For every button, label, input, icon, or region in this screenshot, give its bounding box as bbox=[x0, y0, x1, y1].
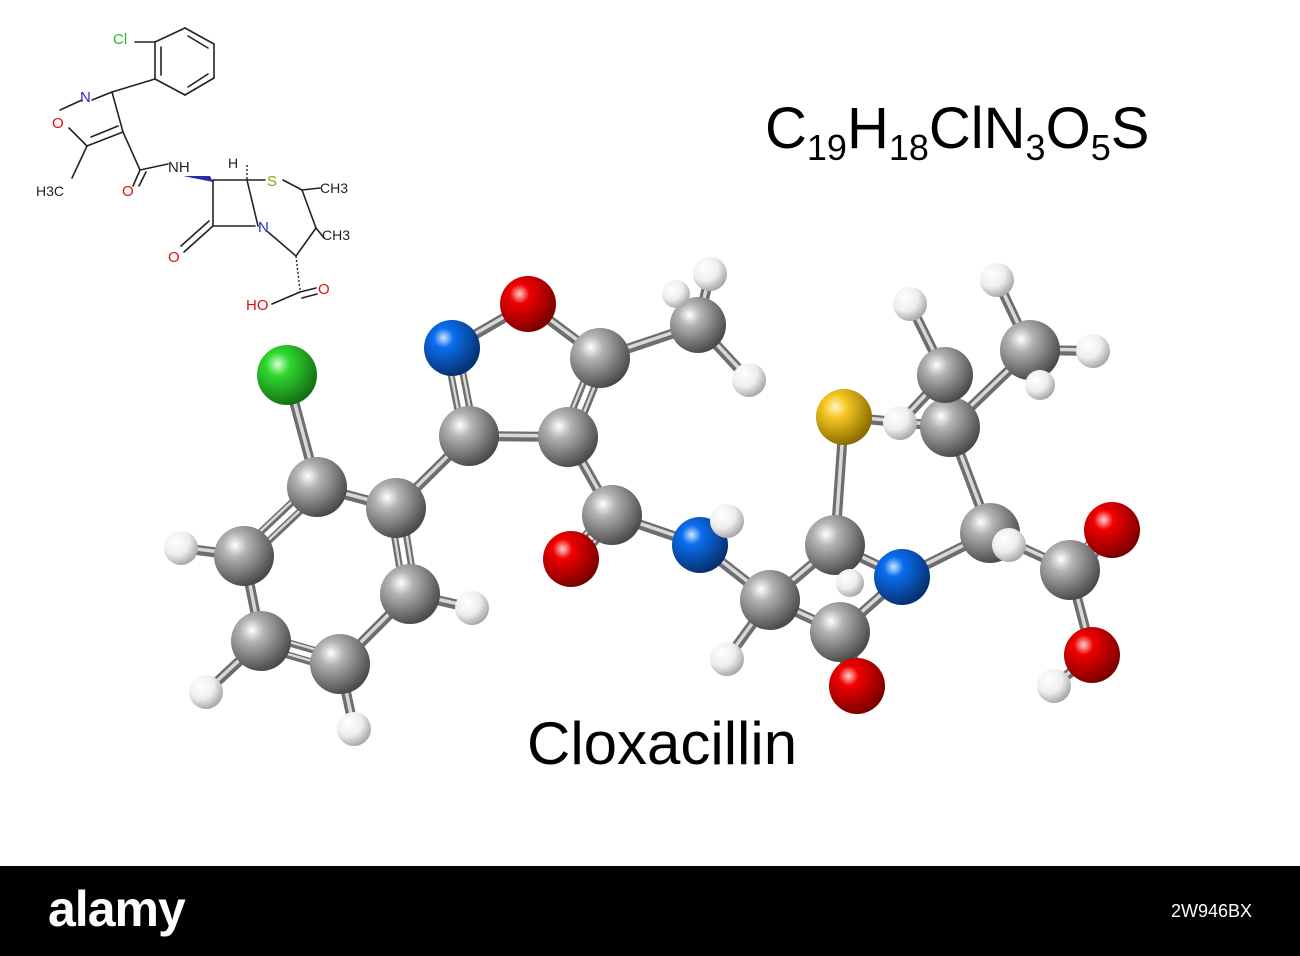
carbon-atom bbox=[310, 634, 370, 694]
atom-group bbox=[164, 257, 1140, 746]
formula-subscript: 5 bbox=[1090, 127, 1111, 168]
carbon-atom bbox=[810, 602, 870, 662]
carbon-atom bbox=[920, 397, 980, 457]
hydrogen-atom bbox=[710, 642, 744, 676]
chlorine-atom bbox=[257, 345, 317, 405]
molecular-formula: C19H18ClN3O5S bbox=[765, 100, 1149, 166]
oxygen-atom bbox=[543, 531, 599, 587]
formula-subscript: 18 bbox=[888, 127, 929, 168]
hydrogen-atom bbox=[992, 528, 1026, 562]
formula-element: H bbox=[846, 96, 889, 161]
carbon-atom bbox=[366, 478, 426, 538]
nitrogen-atom bbox=[874, 549, 930, 605]
hydrogen-atom bbox=[883, 406, 917, 440]
hydrogen-atom bbox=[836, 569, 864, 597]
compound-name: Cloxacillin bbox=[527, 710, 798, 777]
oxygen-atom bbox=[1064, 627, 1120, 683]
carbon-atom bbox=[805, 515, 865, 575]
hydrogen-atom bbox=[337, 712, 371, 746]
isoxazole-o-label: O bbox=[52, 115, 64, 132]
hydrogen-atom bbox=[662, 280, 690, 308]
formula-element: O bbox=[1045, 96, 1091, 161]
hydrogen-atom bbox=[1025, 370, 1055, 400]
hydrogen-atom bbox=[693, 257, 727, 291]
brand-logo: alamy bbox=[48, 881, 186, 937]
carbon-atom bbox=[670, 297, 726, 353]
hydrogen-atom bbox=[893, 287, 927, 321]
image-id: 2W946BX bbox=[1170, 901, 1252, 921]
carbon-atom bbox=[214, 526, 274, 586]
sulfur-label: S bbox=[267, 173, 277, 190]
nitrogen-atom bbox=[424, 320, 480, 376]
carbon-atom bbox=[1000, 320, 1060, 380]
acid-oxygen-label: O bbox=[318, 281, 330, 298]
lactam-n-label: N bbox=[258, 219, 269, 236]
oxygen-atom bbox=[829, 658, 885, 714]
diagram-canvas: Cl N O H3C O NH H S CH3 CH3 N O O HO C19… bbox=[36, 27, 1150, 777]
ball-and-stick-model bbox=[164, 257, 1140, 746]
carbon-atom bbox=[917, 347, 973, 403]
formula-element: ClN bbox=[928, 96, 1026, 161]
methyl-label: H3C bbox=[36, 183, 64, 199]
amide-nh-label: NH bbox=[168, 159, 190, 176]
watermark-footer: alamy 2W946BX bbox=[0, 866, 1300, 956]
skeletal-formula: Cl N O H3C O NH H S CH3 CH3 N O O HO bbox=[36, 27, 350, 314]
hydrogen-atom bbox=[710, 504, 744, 538]
carbon-atom bbox=[231, 611, 291, 671]
oxygen-atom bbox=[500, 276, 556, 332]
ch3-bottom-label: CH3 bbox=[322, 227, 350, 243]
carbon-atom bbox=[582, 485, 642, 545]
hydrogen-atom bbox=[1037, 669, 1071, 703]
chlorine-label: Cl bbox=[113, 31, 127, 48]
formula-subscript: 19 bbox=[806, 127, 847, 168]
isoxazole-n-label: N bbox=[80, 89, 91, 106]
hydrogen-atom bbox=[189, 675, 223, 709]
ch3-top-label: CH3 bbox=[320, 180, 348, 196]
carbon-atom bbox=[740, 570, 800, 630]
carbon-atom bbox=[1040, 540, 1100, 600]
hydrogen-atom bbox=[732, 363, 766, 397]
lactam-oxygen-label: O bbox=[168, 249, 180, 266]
carbon-atom bbox=[380, 564, 440, 624]
carbon-atom bbox=[287, 457, 347, 517]
hydrogen-atom bbox=[455, 591, 489, 625]
carbon-atom bbox=[538, 407, 598, 467]
stereo-h-label: H bbox=[228, 155, 238, 171]
hydrogen-atom bbox=[164, 531, 198, 565]
hydrogen-atom bbox=[1076, 334, 1110, 368]
sulfur-atom bbox=[816, 389, 872, 445]
formula-element: S bbox=[1110, 96, 1150, 161]
formula-subscript: 3 bbox=[1025, 127, 1046, 168]
hydroxyl-label: HO bbox=[246, 297, 269, 314]
amide-oxygen-label: O bbox=[122, 183, 134, 200]
oxygen-atom bbox=[1084, 502, 1140, 558]
formula-element: C bbox=[765, 96, 807, 161]
hydrogen-atom bbox=[980, 263, 1014, 297]
carbon-atom bbox=[439, 406, 499, 466]
carbon-atom bbox=[570, 328, 630, 388]
